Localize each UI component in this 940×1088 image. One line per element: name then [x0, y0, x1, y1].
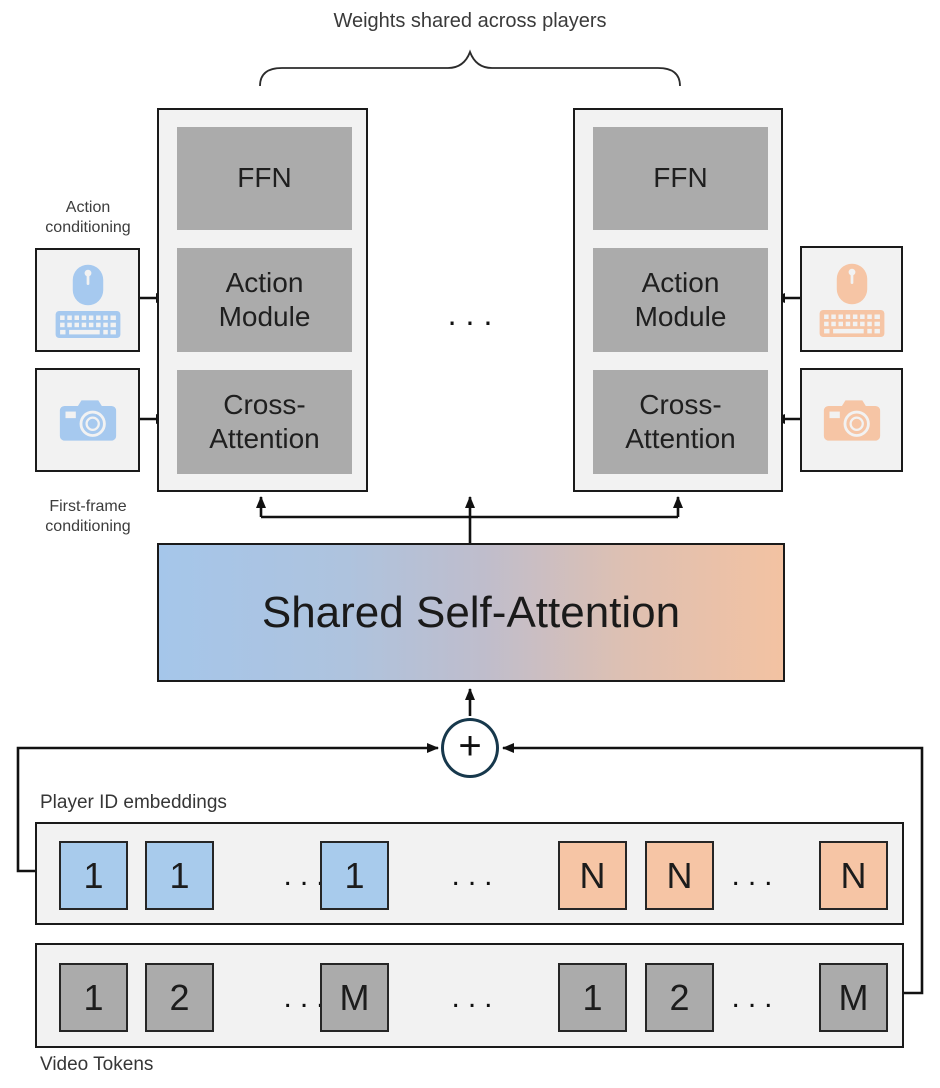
transformer-column-left: FFN Action Module Cross-Attention — [157, 108, 368, 492]
ellipsis-icon: ... — [451, 980, 501, 1014]
curly-brace-icon — [259, 49, 681, 87]
player-token: 1 — [59, 841, 128, 910]
first-frame-input-box-left — [35, 368, 140, 472]
player-token: N — [819, 841, 888, 910]
action-input-box-right — [800, 246, 903, 352]
player-token: 1 — [320, 841, 389, 910]
video-token: 1 — [558, 963, 627, 1032]
action-module-block: Action Module — [593, 248, 768, 352]
transformer-column-right: FFN Action Module Cross-Attention — [573, 108, 783, 492]
ellipsis-icon: ... — [283, 858, 333, 892]
ffn-block: FFN — [177, 127, 352, 230]
action-conditioning-label: Action conditioning — [45, 199, 131, 236]
ellipsis-icon: ... — [731, 980, 781, 1014]
first-frame-conditioning-label: First-frame conditioning — [45, 498, 131, 535]
video-token: 1 — [59, 963, 128, 1032]
ellipsis-icon: ... — [731, 858, 781, 892]
keyboard-icon — [55, 310, 120, 338]
shared-self-attention-box: Shared Self-Attention — [157, 543, 785, 682]
ellipsis-icon: ... — [451, 858, 501, 892]
player-token: N — [645, 841, 714, 910]
cross-attention-block: Cross-Attention — [593, 370, 768, 474]
player-id-embeddings-row: 1 1 ... 1 ... N N ... N — [35, 822, 904, 925]
ffn-block: FFN — [593, 127, 768, 230]
player-token: N — [558, 841, 627, 910]
video-token: M — [819, 963, 888, 1032]
video-token: 2 — [145, 963, 214, 1032]
diagram-title: Weights shared across players — [333, 10, 607, 32]
camera-icon — [823, 400, 880, 441]
camera-icon — [59, 400, 116, 441]
video-tokens-label: Video Tokens — [40, 1054, 154, 1075]
ellipsis-icon: ... — [283, 980, 333, 1014]
mouse-icon — [836, 263, 867, 304]
shared-self-attention-label: Shared Self-Attention — [261, 587, 681, 637]
video-token: M — [320, 963, 389, 1032]
action-input-box-left — [35, 248, 140, 352]
cross-attention-block: Cross-Attention — [177, 370, 352, 474]
mouse-icon — [72, 264, 103, 305]
first-frame-input-box-right — [800, 368, 903, 472]
video-token: 2 — [645, 963, 714, 1032]
ellipsis-icon: ... — [447, 295, 502, 332]
action-module-block: Action Module — [177, 248, 352, 352]
keyboard-icon — [819, 309, 884, 337]
player-id-embeddings-label: Player ID embeddings — [40, 792, 227, 813]
player-token: 1 — [145, 841, 214, 910]
video-tokens-row: 1 2 ... M ... 1 2 ... M — [35, 943, 904, 1048]
plus-icon: + — [441, 718, 499, 778]
